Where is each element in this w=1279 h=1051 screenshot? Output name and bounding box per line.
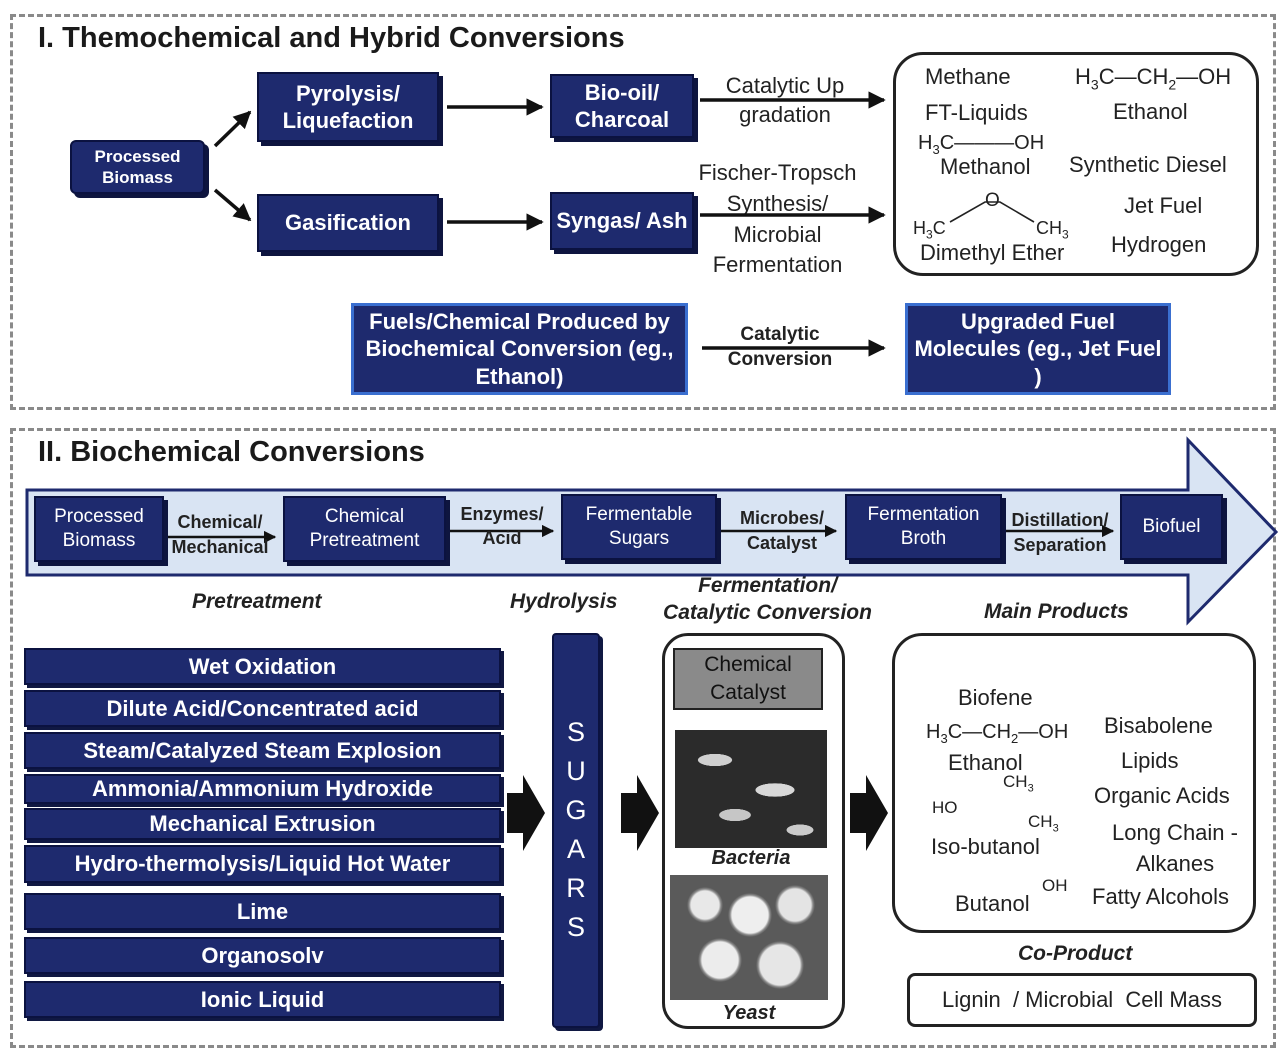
block-arrow-2 [621, 775, 659, 851]
bacteria-label: Bacteria [711, 847, 791, 869]
methanol-formula: H3C———OH [918, 132, 1045, 157]
stage-hydrolysis: Hydrolysis [510, 590, 618, 613]
pretreatment-6: Lime [24, 893, 501, 930]
section2-title: II. Biochemical Conversions [38, 436, 425, 468]
bacteria-image [675, 730, 827, 848]
sugars-letter: A [566, 834, 585, 864]
sugars-column: S U G A R S [552, 633, 600, 1028]
pretreatment-1: Dilute Acid/Concentrated acid [24, 690, 501, 727]
block-arrow-1 [507, 775, 545, 851]
dme-o-label: O [985, 190, 1000, 211]
methanol-label: Methanol [940, 154, 1031, 179]
organic-acids-label: Organic Acids [1094, 783, 1230, 808]
flow-biofuel: Biofuel [1120, 494, 1223, 560]
pretreatment-7: Organosolv [24, 937, 501, 974]
isobutanol-ho: HO [932, 798, 958, 817]
stage-main-products: Main Products [984, 600, 1129, 623]
fuels-chemical-box: Fuels/Chemical Produced by Biochemical C… [351, 303, 688, 395]
pretreatment-4: Mechanical Extrusion [24, 808, 501, 840]
sugars-letter: U [566, 756, 586, 786]
block-arrow-3 [850, 775, 888, 851]
flow-processed-biomass: Processed Biomass [34, 496, 164, 562]
thermo-products-box [893, 52, 1259, 276]
arrow-to-gasification [213, 188, 252, 222]
dme-ch3-label: CH3 [1036, 218, 1069, 242]
fatty-alcohols-label: Fatty Alcohols [1092, 884, 1229, 909]
co-product-label: Co-Product [1018, 942, 1133, 965]
syngas-box: Syngas/ Ash [550, 192, 694, 250]
ethanol-formula-top: H3C—CH2—OH [1075, 64, 1232, 93]
main-products-box [892, 633, 1256, 933]
sugars-letter: S [566, 912, 585, 942]
methane-label: Methane [925, 64, 1011, 89]
sugars-letter: G [565, 795, 587, 825]
enzymes-acid-label: Enzymes/ Acid [460, 504, 544, 549]
ethanol-label-bottom: Ethanol [948, 750, 1023, 775]
isobutanol-label: Iso-butanol [931, 834, 1040, 859]
lipids-label: Lipids [1121, 748, 1179, 773]
gasification-box: Gasification [257, 194, 439, 252]
sugars-letter: R [566, 873, 586, 903]
long-chain-label: Long Chain - Alkanes [1112, 820, 1238, 876]
chemical-catalyst-box: Chemical Catalyst [673, 648, 823, 710]
isobutanol-ch3-top: CH3 [1003, 772, 1034, 795]
dme-h3c-label: H3C [913, 218, 946, 242]
butanol-label: Butanol [955, 891, 1030, 916]
biofene-label: Biofene [958, 685, 1033, 710]
flow-fermentable-sugars: Fermentable Sugars [561, 494, 717, 560]
upgraded-fuel-box: Upgraded Fuel Molecules (eg., Jet Fuel ) [905, 303, 1171, 395]
flow-chemical-pretreatment: Chemical Pretreatment [283, 496, 446, 562]
butanol-oh: OH [1042, 876, 1068, 895]
dimethyl-ether-label: Dimethyl Ether [920, 240, 1065, 265]
biooil-box: Bio-oil/ Charcoal [550, 74, 694, 138]
ethanol-label-top: Ethanol [1113, 99, 1188, 124]
bisabolene-label: Bisabolene [1104, 713, 1213, 738]
section-biochemical [10, 428, 1276, 1048]
pretreatment-8: Ionic Liquid [24, 981, 501, 1018]
microbes-catalyst-label: Microbes/ Catalyst [739, 508, 825, 554]
processed-biomass-box: Processed Biomass [70, 140, 205, 194]
hydrogen-label: Hydrogen [1111, 232, 1207, 257]
pyrolysis-box: Pyrolysis/ Liquefaction [257, 72, 439, 142]
section-thermochemical [10, 14, 1276, 410]
yeast-image [670, 875, 828, 1000]
pretreatment-2: Steam/Catalyzed Steam Explosion [24, 732, 501, 769]
distill-separation-label: Distillation/ Separation [1011, 510, 1109, 556]
dme-bonds [949, 201, 1035, 223]
co-product-box: Lignin / Microbial Cell Mass [907, 973, 1257, 1027]
pretreatment-5: Hydro-thermolysis/Liquid Hot Water [24, 845, 501, 883]
pretreatment-0: Wet Oxidation [24, 648, 501, 685]
ethanol-formula-bottom: H3C—CH2—OH [926, 721, 1069, 746]
synthetic-diesel-label: Synthetic Diesel [1069, 152, 1227, 177]
sugars-letter: S [566, 717, 585, 747]
pretreatment-3: Ammonia/Ammonium Hydroxide [24, 774, 501, 804]
jet-fuel-label: Jet Fuel [1124, 193, 1203, 218]
chem-mech-label: Chemical/ Mechanical [171, 512, 269, 558]
arrow-to-pyrolysis [213, 110, 252, 148]
catalytic-upgradation-label: Catalytic Up gradation [725, 73, 845, 127]
catalytic-conversion-label: Catalytic Conversion [727, 324, 833, 370]
flow-fermentation-broth: Fermentation Broth [845, 494, 1002, 560]
yeast-label: Yeast [722, 1002, 776, 1024]
isobutanol-ch3-right: CH3 [1028, 812, 1059, 835]
fischer-tropsch-label: Fischer-Tropsch Synthesis/ Microbial Fer… [698, 160, 857, 278]
stage-fermentation: Fermentation/ Catalytic Conversion [663, 574, 872, 625]
ft-liquids-label: FT-Liquids [925, 100, 1028, 125]
stage-pretreatment: Pretreatment [192, 590, 322, 613]
section1-title: I. Themochemical and Hybrid Conversions [38, 22, 625, 54]
